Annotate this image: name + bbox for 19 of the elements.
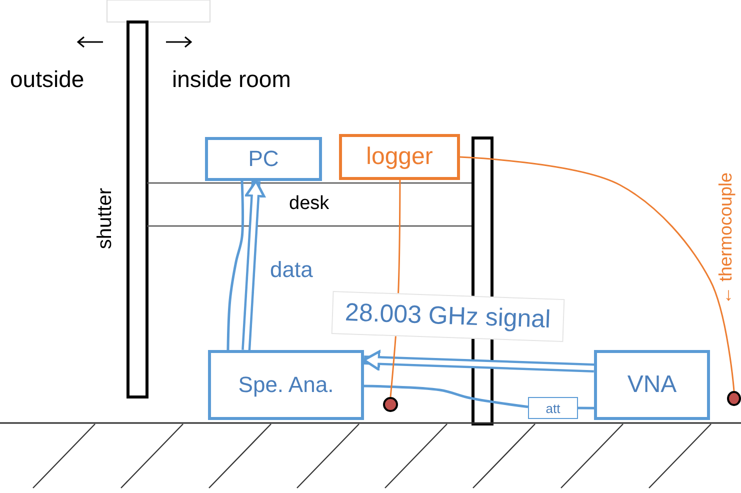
thermocouple-wire [460,156,735,392]
desk-label: desk [289,193,330,215]
cable [226,180,244,350]
cable [578,406,594,410]
signal-label: 28.003 GHz signal [331,290,564,342]
spectrum-analyzer-box: Spe. Ana. [208,350,364,420]
region-label: inside room [172,66,291,93]
thermocouple-label: ← thermocouple [716,172,736,304]
region-label: outside [10,66,84,93]
pc-box: PC [205,137,322,181]
vna-box: VNA [594,350,710,420]
cable [364,384,528,408]
hollow-arrow [242,180,266,350]
attenuator-box: att [528,397,578,419]
shutter-label: shutter [94,187,118,249]
thermocouple-tip [727,391,741,406]
logger-box: logger [339,134,460,180]
hollow-arrow [362,350,594,372]
thermocouple-tip [383,397,398,412]
